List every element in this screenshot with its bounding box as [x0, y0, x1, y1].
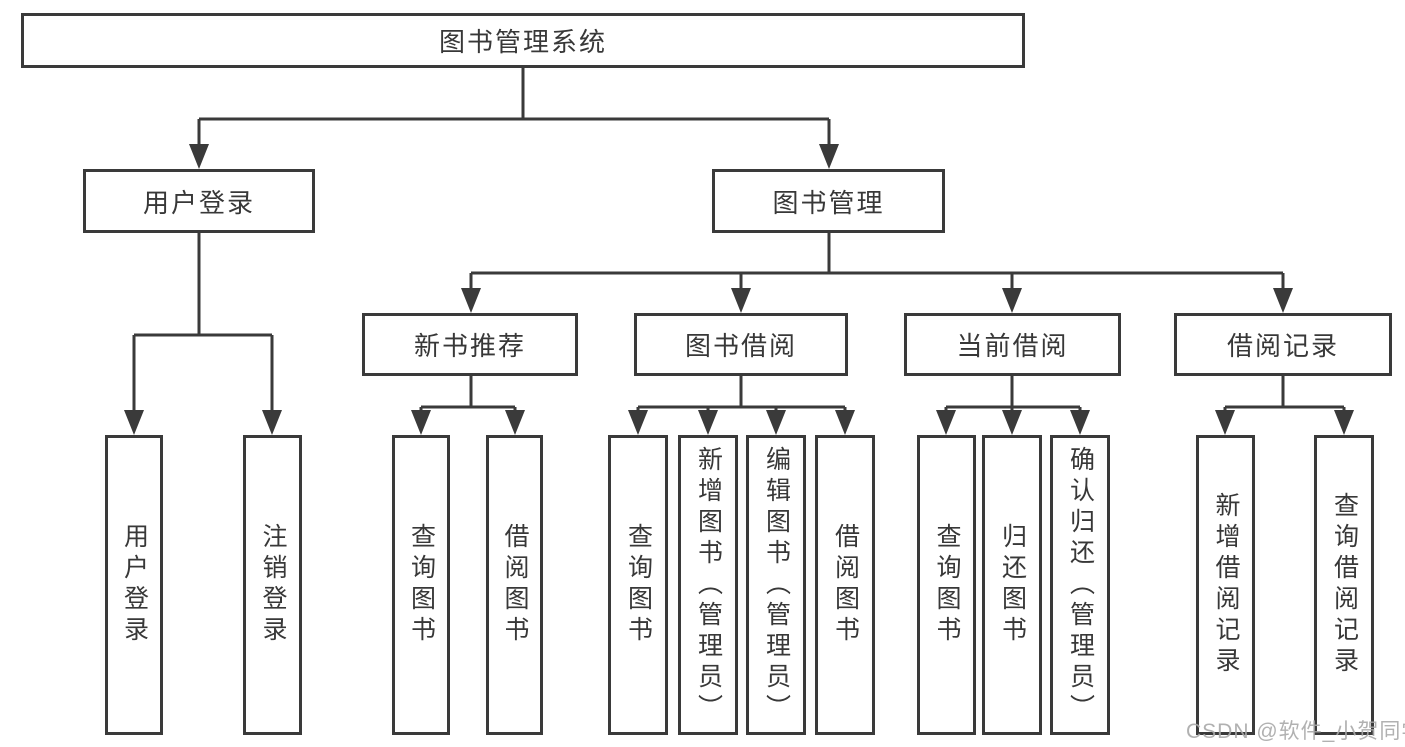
connector-bookmgmt-to-level3 [469, 233, 1285, 290]
node-current-borrow: 当前借阅 [904, 313, 1121, 376]
connector-records-to-leaves [1223, 376, 1346, 412]
watermark: CSDN @软件_小贺同学 [1186, 720, 1405, 743]
leaf-query-books: 查询图书 [392, 435, 450, 735]
connector-userlogin-to-leaves [132, 233, 274, 412]
arrow-icon [766, 410, 786, 435]
node-book-borrow: 图书借阅 [634, 313, 848, 376]
arrow-icon [1002, 410, 1022, 435]
arrow-icon [628, 410, 648, 435]
arrow-icon [461, 288, 481, 313]
leaf-query-borrow-record: 查询借阅记录 [1314, 435, 1374, 735]
arrow-icon [189, 144, 209, 169]
leaf-confirm-return-admin: 确认归还（管理员） [1050, 435, 1110, 735]
node-borrow-records: 借阅记录 [1174, 313, 1392, 376]
arrow-icon [411, 410, 431, 435]
leaf-borrow-books-2: 借阅图书 [815, 435, 875, 735]
arrow-icon [1070, 410, 1090, 435]
connector-bookborrow-to-leaves [636, 376, 847, 412]
arrow-icon [731, 288, 751, 313]
node-new-book-recommend: 新书推荐 [362, 313, 578, 376]
arrow-icon [698, 410, 718, 435]
arrow-icon [1002, 288, 1022, 313]
connector-newbook-to-leaves [419, 376, 517, 412]
arrow-icon [124, 410, 144, 435]
arrow-icon [819, 144, 839, 169]
arrow-icon [835, 410, 855, 435]
node-book-management: 图书管理 [712, 169, 945, 233]
arrow-icon [505, 410, 525, 435]
arrow-icon [262, 410, 282, 435]
leaf-borrow-books: 借阅图书 [486, 435, 543, 735]
leaf-query-books-3: 查询图书 [917, 435, 976, 735]
leaf-user-login: 用户登录 [105, 435, 163, 735]
arrow-icon [1215, 410, 1235, 435]
connector-root-to-level2 [197, 68, 831, 146]
connector-currentborrow-to-leaves [944, 376, 1082, 412]
leaf-logout: 注销登录 [243, 435, 302, 735]
node-library-system: 图书管理系统 [21, 13, 1025, 68]
arrow-icon [1334, 410, 1354, 435]
arrow-icon [1273, 288, 1293, 313]
leaf-add-book-admin: 新增图书（管理员） [678, 435, 738, 735]
leaf-edit-book-admin: 编辑图书（管理员） [746, 435, 806, 735]
leaf-query-books-2: 查询图书 [608, 435, 668, 735]
arrow-icon [936, 410, 956, 435]
leaf-add-borrow-record: 新增借阅记录 [1196, 435, 1255, 735]
node-user-login: 用户登录 [83, 169, 315, 233]
leaf-return-books: 归还图书 [982, 435, 1042, 735]
